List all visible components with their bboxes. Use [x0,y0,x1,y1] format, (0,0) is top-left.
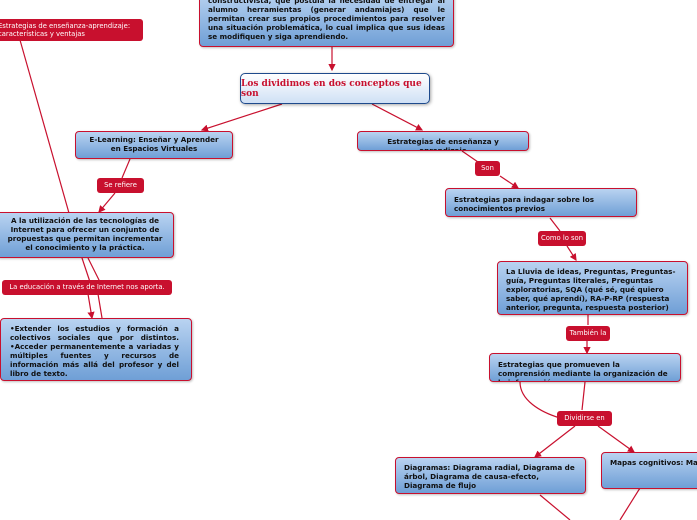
link-promueven-dividirse-b [581,381,586,411]
node-estrategias[interactable]: Estrategias de enseñanza y aprendizaje [357,131,529,151]
link-diagramas-down [539,494,571,520]
tag-se-refiere[interactable]: Se refiere [97,178,144,193]
link-mapas-down [619,487,641,520]
node-elearning[interactable]: E-Learning: Enseñar y Aprender en Espaci… [75,131,233,159]
link-main-estrategias [371,103,424,131]
node-constructivista[interactable]: constructivista, que postula la necesida… [199,0,454,47]
node-lluvia-ideas[interactable]: La Lluvia de ideas, Preguntas, Preguntas… [497,261,688,315]
node-main-concept[interactable]: Los dividimos en dos conceptos que son [240,73,430,104]
link-dividirse-diagramas [534,425,576,458]
link-serefiere-utilizacion [98,192,116,213]
tag-como-lo-son[interactable]: Como lo son [538,231,586,246]
node-promueven-comprension[interactable]: Estrategias que promueven la comprensión… [489,353,681,382]
tag-dividirse-en[interactable]: Dividirse en [557,411,612,426]
node-indagar[interactable]: Estrategias para indagar sobre los conoc… [445,188,637,217]
link-elearning-serefiere [121,158,131,179]
link-dividirse-mapas [597,425,635,453]
node-mapas-cognitivos[interactable]: Mapas cognitivos: Mapa conceptual, Mapa … [601,452,697,489]
tag-tambien-la[interactable]: También la [566,326,610,341]
tag-son[interactable]: Son [475,161,500,176]
link-educacion-extender-a [87,293,95,320]
link-main-elearning [200,103,283,132]
node-diagramas[interactable]: Diagramas: Diagrama radial, Diagrama de … [395,457,586,494]
node-extender-estudios[interactable]: •Extender los estudios y formación a col… [0,318,192,381]
tag-educacion-internet[interactable]: La educación a través de Internet nos ap… [2,280,172,295]
main-concept-label: Los dividimos en dos conceptos que son [241,78,422,99]
link-educacion-extender-b [97,293,103,319]
node-utilizacion-internet[interactable]: A la utilización de las tecnologías de I… [0,212,174,258]
link-son-indagar [499,175,519,189]
tag-estrategias-caracteristicas[interactable]: Estrategias de enseñanza-aprendizaje: ca… [0,19,143,41]
link-comolo-lluvia [566,245,577,262]
link-estrategias-son [461,150,479,163]
link-indagar-comolo [549,217,561,232]
link-utilizacion-educacion-b [87,257,101,283]
link-promueven-dividirse-a [519,381,561,419]
